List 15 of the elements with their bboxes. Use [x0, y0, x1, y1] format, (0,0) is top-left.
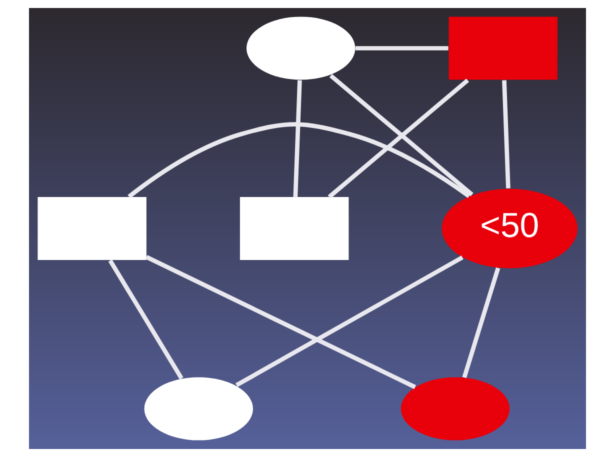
node-ellipse: [400, 377, 510, 440]
connector: [354, 46, 448, 50]
node-ellipse: [144, 377, 252, 440]
connector: [108, 259, 183, 380]
node-ellipse: [246, 16, 355, 80]
connector: [502, 80, 510, 188]
connector: [292, 80, 302, 197]
node-box: [239, 196, 348, 260]
connector: [462, 267, 500, 378]
node-box: [37, 196, 146, 260]
connector: [127, 122, 470, 198]
node-ellipse: <50: [441, 188, 578, 268]
connector: [145, 255, 416, 390]
node-box: [448, 16, 557, 80]
connector: [234, 256, 463, 388]
